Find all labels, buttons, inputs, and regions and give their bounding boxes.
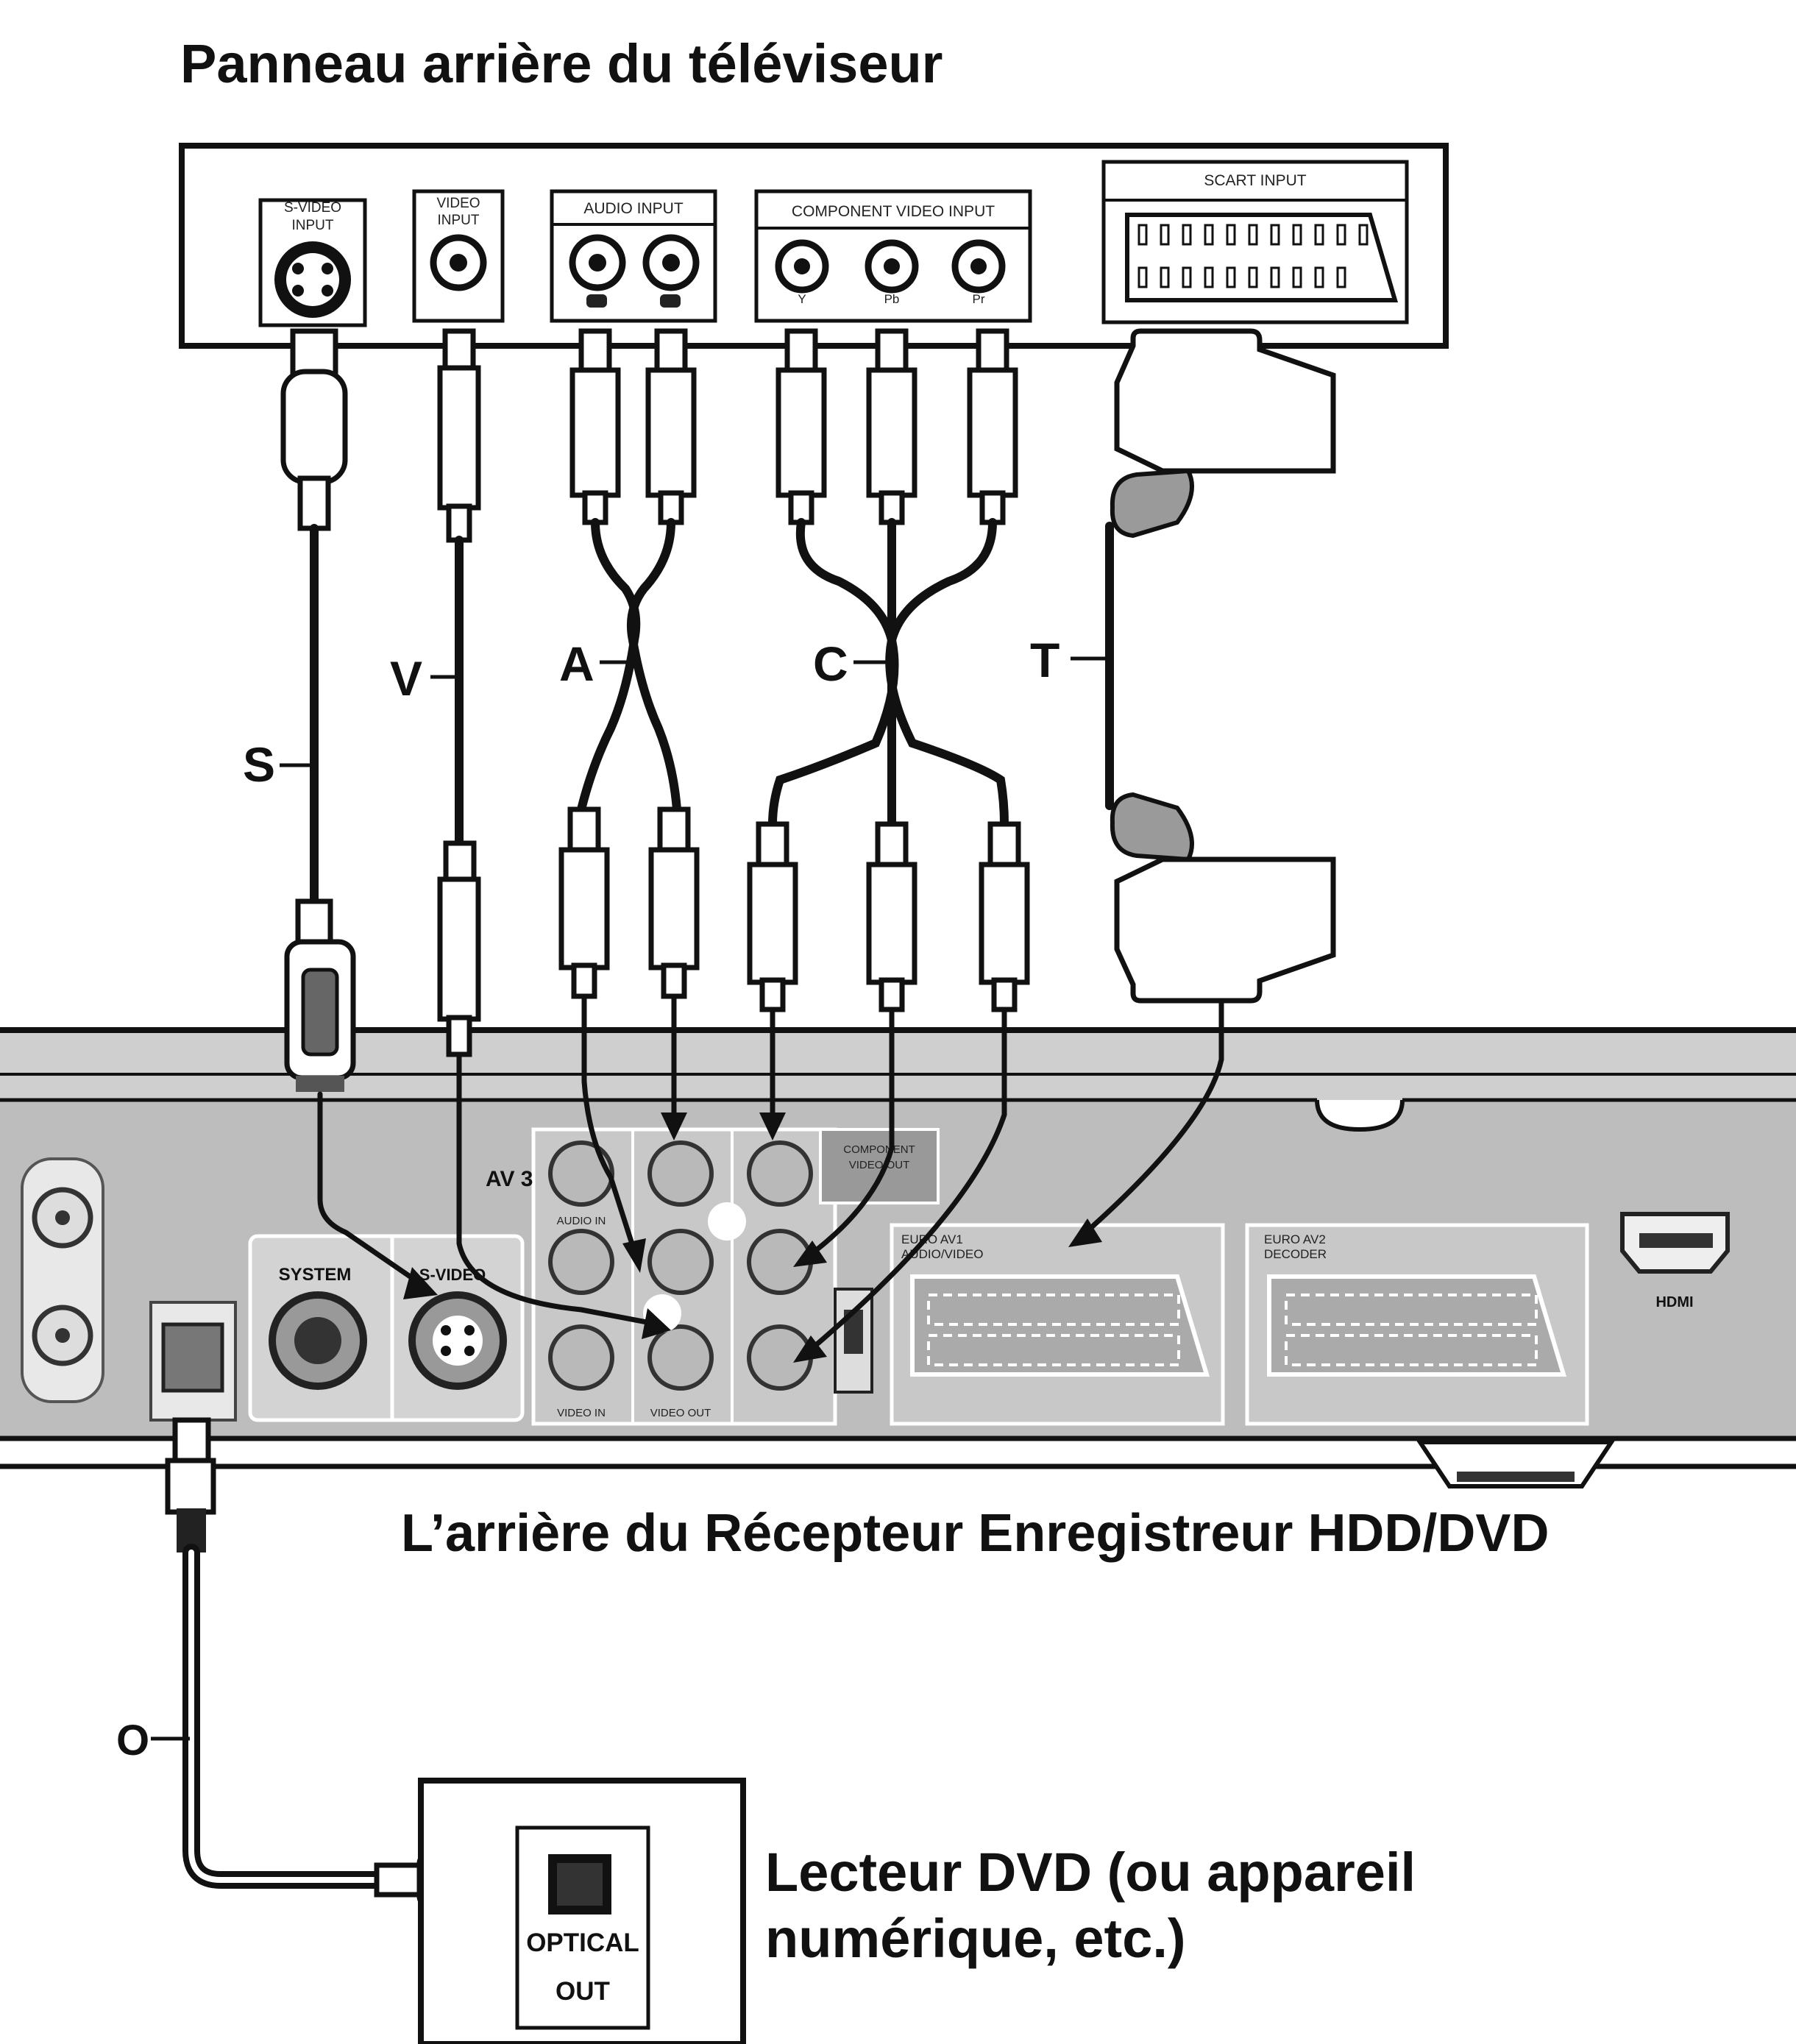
recorder-audio-in-label: AUDIO IN (557, 1215, 606, 1227)
cable-label-o: O (116, 1717, 149, 1764)
recorder-video-out-label: VIDEO OUT (650, 1407, 711, 1419)
tv-svideo-input-jack: S-VIDEO INPUT (258, 198, 367, 327)
tv-video-label-2: INPUT (438, 213, 480, 228)
player-out-label: OUT (556, 1977, 610, 2006)
cable-c-component (747, 328, 1030, 1363)
cable-a-audio (558, 328, 700, 1273)
recorder-euro-av1-scart: EURO AV1 AUDIO/VIDEO (890, 1223, 1225, 1426)
tv-audio-label: AUDIO INPUT (583, 200, 684, 217)
recorder-optical-in-jack (149, 1301, 237, 1422)
dvd-player-panel: OPTICAL OUT (418, 1778, 746, 2044)
tv-comp-pb-label: Pb (884, 292, 900, 306)
cable-s-svideo (280, 328, 438, 1299)
cable-label-v: V (390, 651, 422, 706)
tv-panel-title: Panneau arrière du téléviseur (180, 33, 943, 94)
cable-label-s: S (243, 737, 275, 792)
tv-component-input-jacks: COMPONENT VIDEO INPUT Y Pb Pr (754, 189, 1032, 323)
recorder-component-label-1: COMPONENT (843, 1143, 915, 1156)
recorder-rear-title: L’arrière du Récepteur Enregistreur HDD/… (401, 1504, 1549, 1563)
tv-video-input-jack: VIDEO INPUT (412, 189, 505, 323)
recorder-component-label-2: VIDEO OUT (849, 1159, 910, 1171)
cable-label-t: T (1030, 633, 1060, 687)
recorder-euro-av1-label-2: AUDIO/VIDEO (901, 1247, 983, 1261)
cable-v-video (437, 328, 671, 1339)
recorder-euro-av2-label-1: EURO AV2 (1264, 1232, 1326, 1246)
cable-label-c: C (813, 636, 848, 691)
tv-svideo-label-2: INPUT (292, 218, 334, 233)
tv-svideo-label-1: S-VIDEO (284, 200, 341, 216)
player-optical-label: OPTICAL (526, 1928, 639, 1957)
player-title-line1: Lecteur DVD (ou appareil (765, 1842, 1416, 1903)
cable-labels: S V A C T O (116, 633, 1107, 1764)
recorder-euro-av2-label-2: DECODER (1264, 1247, 1327, 1261)
recorder-hdmi-port: HDMI (1620, 1212, 1730, 1310)
recorder-av3-label: AV 3 (486, 1167, 533, 1191)
recorder-hdmi-label: HDMI (1655, 1294, 1693, 1310)
tv-video-label-1: VIDEO (436, 196, 480, 211)
recorder-system-label: SYSTEM (279, 1265, 352, 1285)
recorder-euro-av1-label-1: EURO AV1 (901, 1232, 963, 1246)
tv-rear-panel: S-VIDEO INPUT VIDEO INPUT AUDIO INPUT (179, 143, 1449, 349)
recorder-av-jack-block: AV 3 AUDIO IN VIDEO IN VIDEO OUT COMPONE… (486, 1127, 940, 1426)
tv-comp-y-label: Y (798, 292, 806, 306)
tv-audio-input-jacks: AUDIO INPUT (550, 189, 717, 323)
recorder-rear-panel: SYSTEM S-VIDEO AV 3 AUDIO IN VIDEO IN VI… (0, 1027, 1796, 1488)
player-title-line2: numérique, etc.) (765, 1908, 1186, 1969)
tv-component-label: COMPONENT VIDEO INPUT (792, 203, 995, 220)
recorder-video-in-label: VIDEO IN (557, 1407, 606, 1419)
recorder-system-svideo-group: SYSTEM S-VIDEO (248, 1234, 525, 1422)
cable-t-scart (1068, 328, 1336, 1247)
tv-scart-label: SCART INPUT (1204, 172, 1306, 189)
cable-label-a: A (559, 636, 594, 691)
recorder-antenna-jacks (21, 1157, 104, 1403)
recorder-euro-av2-scart: EURO AV2 DECODER (1245, 1223, 1589, 1426)
tv-comp-pr-label: Pr (973, 292, 985, 306)
tv-scart-input: SCART INPUT (1101, 160, 1409, 324)
